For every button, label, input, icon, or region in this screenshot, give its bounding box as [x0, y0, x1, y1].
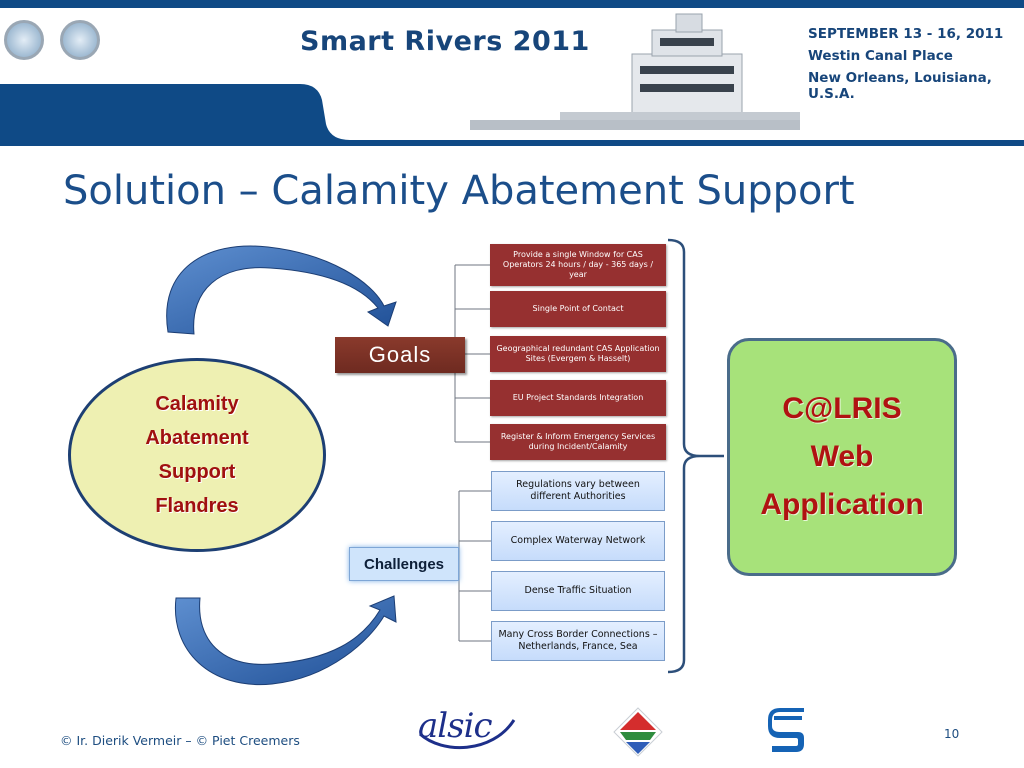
slide-title: Solution – Calamity Abatement Support — [63, 168, 855, 214]
ellipse-line: Calamity — [155, 393, 239, 415]
flags-icon — [613, 707, 663, 757]
alsic-swoosh-icon — [418, 719, 516, 750]
seal-icon — [60, 20, 100, 60]
challenges-label: Challenges — [349, 547, 459, 581]
goal-item: Single Point of Contact — [490, 291, 666, 327]
event-venue: Westin Canal Place — [808, 48, 953, 64]
ellipse-line: Support — [158, 461, 236, 483]
right-bracket — [667, 238, 724, 674]
banner-top-line — [0, 0, 1024, 8]
challenges-tree-lines — [458, 490, 491, 642]
seal-icon — [4, 20, 44, 60]
event-date: SEPTEMBER 13 - 16, 2011 — [808, 26, 1004, 42]
ellipse-line: Abatement — [145, 427, 249, 449]
curved-arrow-upper — [166, 245, 397, 335]
result-line: Web — [810, 440, 874, 473]
challenge-item: Complex Waterway Network — [491, 521, 665, 561]
pilot-tower-image — [470, 13, 800, 130]
challenge-item: Regulations vary between different Autho… — [491, 471, 665, 511]
ellipse-line: Flandres — [155, 495, 239, 517]
goal-item: Register & Inform Emergency Services dur… — [490, 424, 666, 460]
event-location: New Orleans, Louisiana, U.S.A. — [808, 70, 992, 102]
alsic-logo: alsic — [418, 706, 493, 746]
footer-credit: © Ir. Dierik Vermeir – © Piet Creemers — [60, 733, 300, 748]
curved-arrow-lower — [174, 595, 397, 686]
challenge-item: Many Cross Border Connections – Netherla… — [491, 621, 665, 661]
banner-title: Smart Rivers 2011 — [300, 26, 590, 57]
goal-item: EU Project Standards Integration — [490, 380, 666, 416]
calamity-abatement-ellipse: Calamity Abatement Support Flandres — [68, 358, 326, 552]
challenge-item: Dense Traffic Situation — [491, 571, 665, 611]
goal-item: Geographical redundant CAS Application S… — [490, 336, 666, 372]
s-logo-icon — [768, 708, 804, 752]
banner-swoosh — [0, 13, 1024, 146]
page-number: 10 — [944, 727, 960, 741]
result-line: Application — [760, 488, 924, 521]
header-banner: Smart Rivers 2011 SEPTEMBER 13 - 16, 201… — [0, 0, 1024, 146]
result-line: C@LRIS — [782, 392, 902, 425]
calris-web-application-box: C@LRIS Web Application — [727, 338, 957, 576]
goal-item: Provide a single Window for CAS Operator… — [490, 244, 666, 286]
goals-label: Goals — [335, 337, 465, 373]
